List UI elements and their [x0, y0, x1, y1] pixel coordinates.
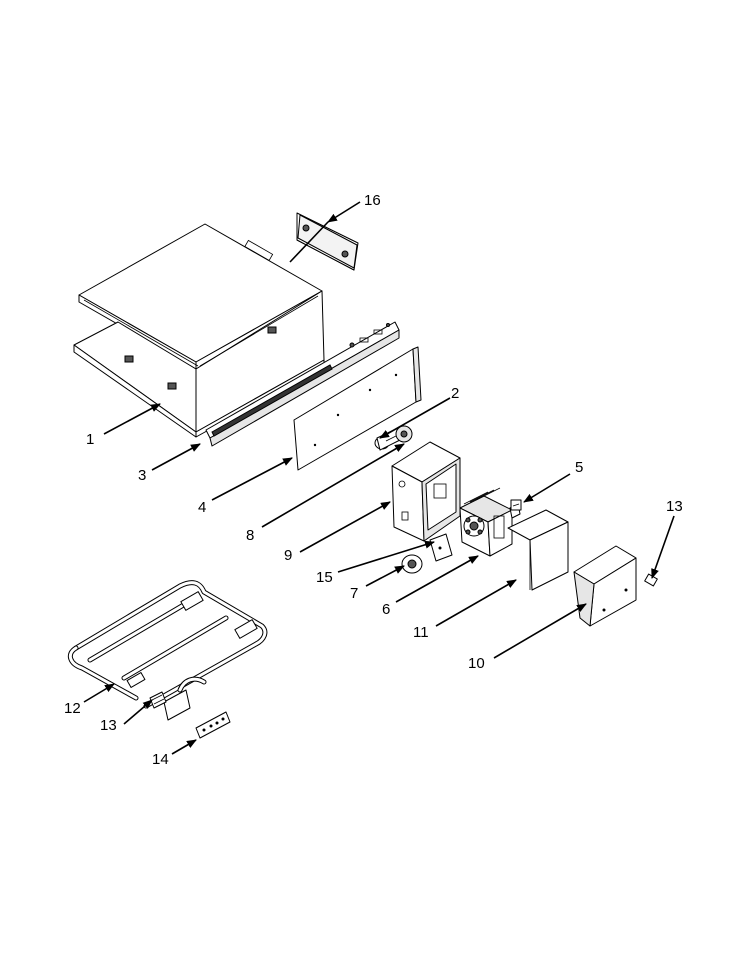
callout-14: 14	[152, 751, 169, 768]
callout-3: 3	[138, 467, 146, 484]
callout-2: 2	[451, 385, 459, 402]
leader-13b	[123, 699, 153, 725]
leader-1	[103, 403, 161, 435]
leader-3	[151, 443, 201, 471]
part-4-back-panel	[293, 346, 422, 471]
leader-11	[435, 579, 517, 627]
part-1-cabinet-wrapper	[73, 223, 325, 438]
part-6-terminal-block	[459, 487, 513, 557]
part-12-bake-element	[67, 580, 268, 721]
part-9-junction-box	[391, 441, 461, 542]
leader-14	[171, 739, 197, 755]
callout-16: 16	[364, 192, 381, 209]
callout-10: 10	[468, 655, 485, 672]
part-14-terminal-strip	[195, 711, 231, 739]
callout-8: 8	[246, 527, 254, 544]
callout-11: 11	[413, 624, 429, 641]
leader-15	[337, 540, 435, 573]
leader-16	[327, 201, 361, 223]
leader-16-b	[289, 221, 329, 263]
callout-13-lower: 13	[100, 717, 117, 734]
part-7-washer	[401, 554, 423, 574]
part-15-gasket-plate	[429, 533, 453, 562]
callout-1: 1	[86, 431, 94, 448]
callout-12: 12	[64, 700, 81, 717]
leader-9	[299, 501, 391, 553]
leader-6	[395, 555, 479, 603]
part-11-cover-shield	[507, 509, 569, 591]
leader-7	[365, 565, 405, 587]
callout-7: 7	[350, 585, 358, 602]
leader-lines	[83, 201, 675, 755]
callout-5: 5	[575, 459, 583, 476]
leader-2	[379, 397, 451, 439]
callout-6: 6	[382, 601, 390, 618]
leader-4	[211, 457, 293, 501]
callout-4: 4	[198, 499, 206, 516]
part-5-screw	[509, 499, 522, 519]
callout-9: 9	[284, 547, 292, 564]
leader-13a	[651, 515, 675, 579]
part-8-thermostat	[374, 425, 413, 451]
leader-8	[261, 443, 405, 528]
part-3-slide-rail	[205, 321, 400, 447]
callout-labels: 16 1 2 3 4 8 9 5 13 15 7 6 11 10 12 13 1…	[64, 192, 683, 768]
callout-15: 15	[316, 569, 333, 586]
callout-13-upper: 13	[666, 498, 683, 515]
leader-5	[523, 473, 571, 503]
leader-12	[83, 683, 115, 703]
leader-10	[493, 603, 587, 659]
part-10-housing	[573, 545, 658, 627]
